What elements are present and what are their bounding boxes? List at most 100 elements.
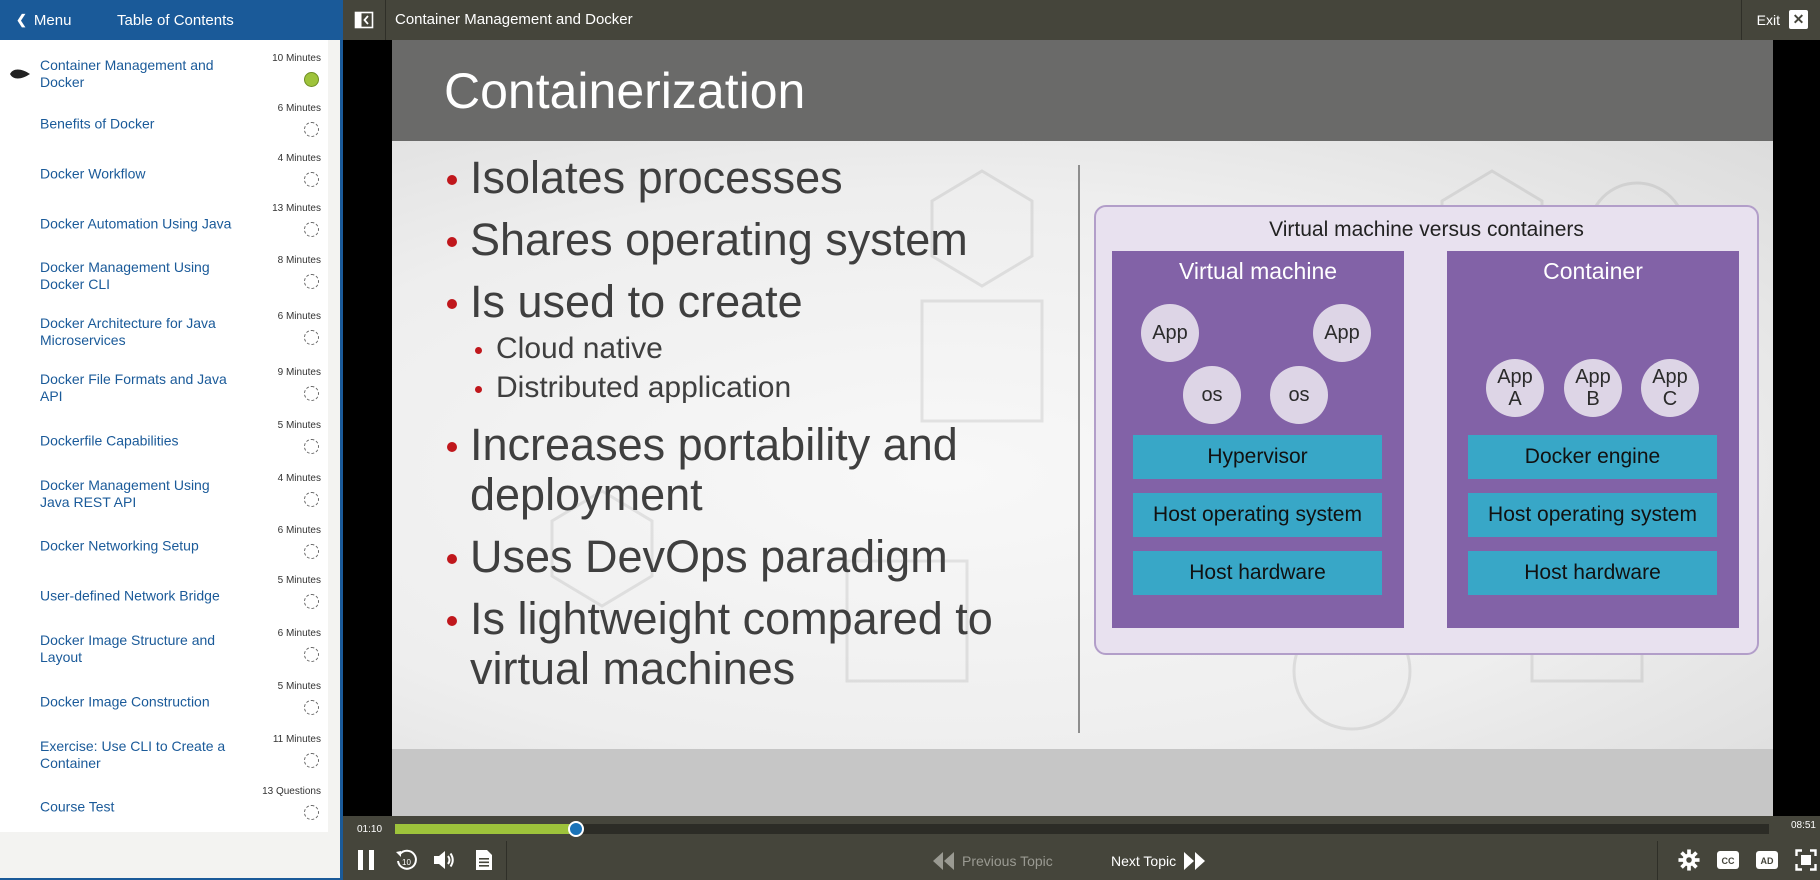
seek-handle[interactable]: [568, 821, 585, 837]
next-topic-label: Next Topic: [1111, 853, 1177, 869]
toc-item-duration: 5 Minutes: [277, 575, 321, 586]
toc-item-docker-architecture[interactable]: Docker Architecture for Java Microservic…: [0, 306, 328, 358]
seek-bar[interactable]: [395, 821, 1769, 837]
not-started-status-icon: [304, 805, 319, 820]
toc-item-title: Docker File Formats and Java API: [40, 371, 227, 404]
toc-scrollbar[interactable]: [328, 40, 340, 878]
ad-label: AD: [1761, 856, 1774, 866]
exit-button[interactable]: Exit ✕: [1757, 10, 1808, 29]
chevron-left-icon: ❮: [16, 12, 27, 27]
toc-item-benefits-of-docker[interactable]: Benefits of Docker 6 Minutes: [0, 98, 328, 150]
slide-body: Isolates processes Shares operating syst…: [392, 141, 1773, 749]
slide-divider: [1078, 165, 1080, 733]
not-started-status-icon: [304, 753, 319, 768]
toc-item-duration: 4 Minutes: [277, 153, 321, 164]
vm-app-label: App: [1324, 322, 1360, 344]
vm-os-circle: os: [1270, 366, 1328, 424]
bullet-isolates-processes: Isolates processes: [444, 153, 1024, 203]
pause-button[interactable]: [353, 847, 379, 873]
toc-item-exercise-cli[interactable]: Exercise: Use CLI to Create a Container …: [0, 729, 328, 781]
toc-item-network-bridge[interactable]: User-defined Network Bridge 5 Minutes: [0, 570, 328, 622]
volume-button[interactable]: [431, 847, 457, 873]
vm-hypervisor-layer: Hypervisor: [1133, 435, 1382, 479]
exit-label: Exit: [1756, 11, 1780, 28]
toc-item-docker-networking[interactable]: Docker Networking Setup 6 Minutes: [0, 520, 328, 572]
toc-item-docker-file-formats[interactable]: Docker File Formats and Java API 9 Minut…: [0, 362, 328, 414]
lesson-title: Container Management and Docker: [395, 11, 633, 28]
toc-item-duration: 6 Minutes: [277, 103, 321, 114]
toc-item-duration: 5 Minutes: [277, 420, 321, 431]
vm-app-circle: App: [1141, 304, 1199, 362]
closed-captions-button[interactable]: CC: [1715, 847, 1741, 873]
toc-item-docker-automation-java[interactable]: Docker Automation Using Java 13 Minutes: [0, 198, 328, 250]
toc-item-course-test[interactable]: Course Test 13 Questions: [0, 781, 328, 833]
app-letter: B: [1586, 388, 1600, 410]
previous-topic-button[interactable]: Previous Topic: [932, 851, 1053, 871]
top-bar: Container Management and Docker Exit ✕: [343, 0, 1820, 40]
toc-item-duration: 8 Minutes: [277, 255, 321, 266]
toc-item-title: Docker Architecture for Java Microservic…: [40, 315, 216, 348]
menu-button[interactable]: ❮ Menu: [0, 0, 100, 40]
toc-item-title: Container Management and Docker: [40, 57, 214, 90]
audio-description-button[interactable]: AD: [1754, 847, 1780, 873]
bullet-lightweight: Is lightweight compared to virtual machi…: [444, 594, 1024, 694]
slide-title: Containerization: [444, 63, 806, 119]
toc-item-dockerfile-capabilities[interactable]: Dockerfile Capabilities 5 Minutes: [0, 415, 328, 467]
toc-item-title: Docker Image Construction: [40, 693, 210, 710]
container-column-title: Container: [1543, 258, 1643, 284]
next-topic-button[interactable]: Next Topic: [1111, 851, 1206, 871]
toc-item-duration: 5 Minutes: [277, 681, 321, 692]
not-started-status-icon: [304, 594, 319, 609]
toc-item-duration: 9 Minutes: [277, 367, 321, 378]
app-word: App: [1652, 366, 1688, 388]
app-letter: C: [1662, 388, 1678, 410]
not-started-status-icon: [304, 544, 319, 559]
pause-icon: [358, 850, 374, 870]
toc-item-image-structure[interactable]: Docker Image Structure and Layout 6 Minu…: [0, 623, 328, 675]
bullet-list: Isolates processes Shares operating syst…: [444, 153, 1024, 706]
fullscreen-button[interactable]: [1793, 847, 1819, 873]
double-chevron-right-icon: [1184, 852, 1206, 870]
settings-button[interactable]: [1676, 847, 1702, 873]
current-time: 01:10: [357, 824, 383, 835]
not-started-status-icon: [304, 222, 319, 237]
vm-os-label: os: [1201, 384, 1223, 406]
toc-item-duration: 4 Minutes: [277, 473, 321, 484]
toc-item-image-construction[interactable]: Docker Image Construction 5 Minutes: [0, 676, 328, 728]
toc-item-docker-management-rest[interactable]: Docker Management Using Java REST API 4 …: [0, 468, 328, 520]
video-slide[interactable]: Containerization Isolates processes: [392, 40, 1773, 816]
vm-app-label: App: [1152, 322, 1188, 344]
not-started-status-icon: [304, 386, 319, 401]
bullet-shares-os: Shares operating system: [444, 215, 1024, 265]
toc-item-title: Docker Management Using Docker CLI: [40, 259, 210, 292]
toc-item-docker-management-cli[interactable]: Docker Management Using Docker CLI 8 Min…: [0, 250, 328, 302]
container-host-os-layer: Host operating system: [1468, 493, 1717, 537]
toc-item-title: Docker Workflow: [40, 165, 146, 182]
rewind-10-button[interactable]: 10: [393, 847, 419, 873]
player-controls: 10 Previous Topic Nex: [343, 841, 1820, 880]
transcript-button[interactable]: [471, 847, 497, 873]
double-chevron-left-icon: [933, 852, 954, 870]
toc-item-duration: 6 Minutes: [277, 628, 321, 639]
collapse-sidebar-icon: [354, 11, 374, 29]
speaker-icon: [434, 851, 454, 869]
toc-item-container-management[interactable]: Container Management and Docker 10 Minut…: [0, 48, 328, 100]
diagram-title: Virtual machine versus containers: [1269, 218, 1584, 241]
not-started-status-icon: [304, 330, 319, 345]
toc-item-docker-workflow[interactable]: Docker Workflow 4 Minutes: [0, 148, 328, 200]
not-started-status-icon: [304, 172, 319, 187]
sub-bullet-cloud-native: Cloud native: [444, 331, 1024, 367]
toc-item-title: User-defined Network Bridge: [40, 587, 220, 604]
toc-item-title: Docker Networking Setup: [40, 537, 199, 554]
container-host-hardware-layer: Host hardware: [1468, 551, 1717, 595]
toc-title: Table of Contents: [117, 11, 234, 29]
toc-item-title: Exercise: Use CLI to Create a Container: [40, 738, 226, 771]
vm-column-title: Virtual machine: [1178, 258, 1338, 284]
progress-row: 01:10 08:51: [343, 816, 1820, 841]
gear-icon: [1678, 849, 1700, 871]
collapse-sidebar-button[interactable]: [354, 10, 374, 30]
